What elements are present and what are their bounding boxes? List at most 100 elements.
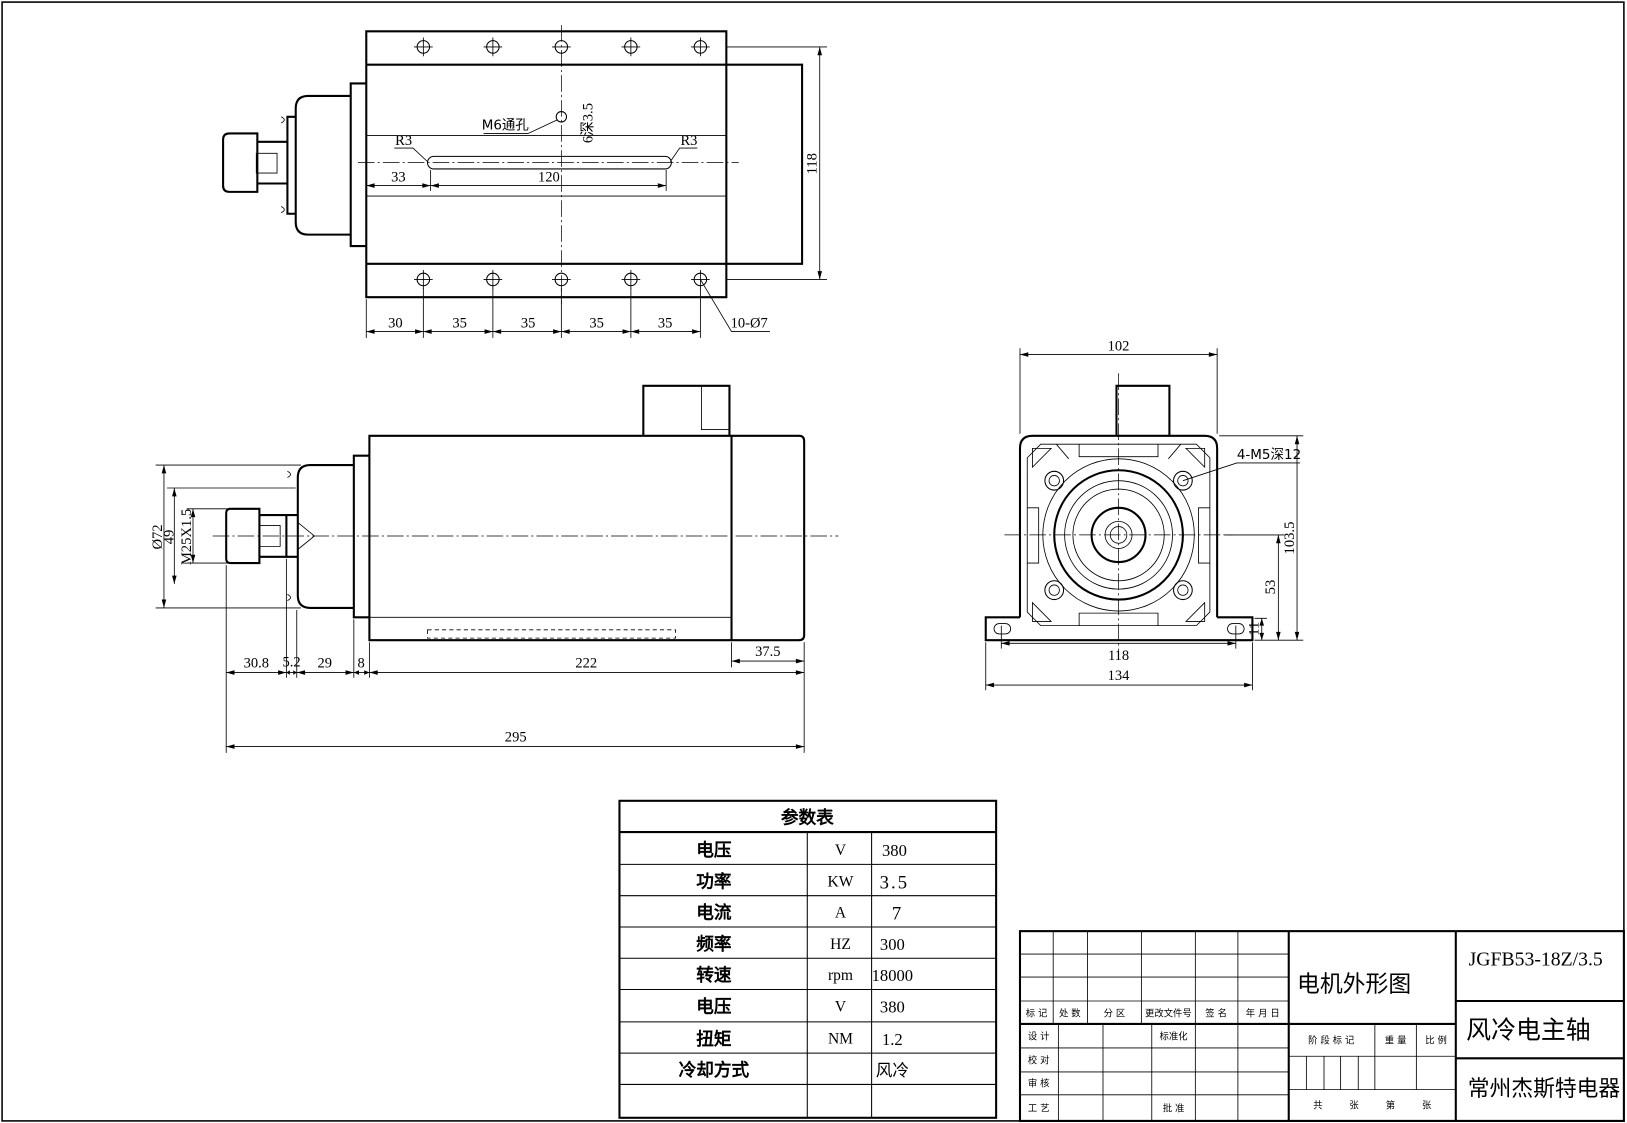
dimension-arrowhead	[1259, 632, 1265, 641]
dimension-slot-offset: 33	[391, 169, 406, 185]
dimension-arrowhead	[430, 183, 439, 188]
dimension-arrowhead	[561, 329, 570, 334]
dimension-arrowhead	[286, 670, 290, 675]
param-value: 300	[880, 935, 905, 954]
dimension-overall-length: 295	[505, 729, 527, 745]
dimension-arrowhead	[364, 670, 370, 675]
title-block: 标 记 处 数 分 区 更改文件号 签 名 年 月 日 设 计 校 对 审 核 …	[1018, 930, 1625, 1122]
param-value: 3.5	[880, 872, 910, 893]
parameter-table-grid	[619, 832, 997, 1118]
dimension-arrowhead	[1294, 631, 1300, 641]
dimension-arrowhead	[161, 465, 167, 474]
dimension-arrowhead	[172, 487, 177, 497]
screw-hole-inner	[1177, 584, 1189, 596]
dimension-hole-row-spacing: 118	[805, 153, 821, 174]
radius-right-label: R3	[681, 133, 698, 149]
sign-row-label: 设 计	[1028, 1031, 1050, 1043]
dimension-slot-length: 120	[538, 169, 560, 185]
revision-header: 标 记	[1026, 1008, 1048, 1020]
param-name: 电压	[696, 995, 732, 1017]
dimension-arrowhead	[1208, 352, 1218, 357]
top-view-extension-lines	[365, 46, 827, 338]
dimension-arrowhead	[190, 508, 196, 518]
dimension-hole-pitch: 35	[452, 315, 467, 331]
sign-row-label: 工 艺	[1028, 1104, 1050, 1115]
side-view-outline	[225, 384, 806, 642]
screw-hole	[1173, 470, 1193, 491]
param-name: 扭矩	[696, 1028, 732, 1050]
dimension-arrowhead	[1001, 641, 1010, 646]
screw-hole-inner	[1177, 475, 1189, 487]
param-name: 功率	[696, 870, 732, 892]
scale-label: 比 例	[1425, 1035, 1447, 1047]
end-view-centerlines	[1004, 373, 1233, 651]
dimension-foot-thickness: 11	[1247, 622, 1263, 636]
sheet-count-label: 共	[1313, 1100, 1322, 1111]
dimension-arrowhead	[296, 670, 306, 675]
top-view-leaders	[394, 119, 770, 332]
sheet-count-label: 张	[1422, 1100, 1432, 1111]
dimension-arrowhead	[226, 670, 235, 675]
dimension-lines	[161, 46, 1300, 749]
dimension-thread: M25X1.5	[179, 509, 195, 565]
dimension-arrowhead	[484, 329, 493, 334]
side-view-extension-lines	[155, 464, 805, 753]
dimension-arrowhead	[731, 658, 740, 664]
dimension-arrowhead	[366, 329, 375, 334]
dimension-width: 102	[1108, 338, 1130, 354]
param-value: 风冷	[876, 1061, 909, 1080]
dimension-nose-diameter: 49	[161, 530, 177, 545]
revision-header: 更改文件号	[1145, 1008, 1192, 1020]
weight-label: 重 量	[1385, 1035, 1407, 1047]
revision-header: 年 月 日	[1246, 1008, 1280, 1020]
dimension-arrowhead	[293, 670, 297, 675]
dimension-arrowhead	[366, 183, 375, 188]
dimension-arrowhead	[795, 658, 805, 664]
title-block-grid	[1019, 931, 1456, 1121]
end-view-outline	[984, 384, 1254, 642]
param-name: 转速	[696, 964, 732, 986]
side-view: Ø72 49 M25X1.5 30.8 5.2 29 8 222 37.5 29…	[150, 384, 839, 753]
param-name: 电流	[696, 902, 732, 924]
dimension-arrowhead	[692, 329, 701, 334]
mounting-hole-crosses	[414, 37, 710, 289]
dimension-arrowhead	[657, 183, 667, 188]
dimension-arrowhead	[1259, 618, 1265, 626]
dimension-arrowhead	[985, 682, 995, 688]
dimension-arrowhead	[415, 329, 424, 334]
end-view: 102 4-M5深12 103.5 53 11 118 134	[984, 338, 1304, 691]
param-unit: A	[835, 905, 847, 922]
m6-hole-note: M6通孔	[482, 117, 530, 133]
drawing-number: JGFB53-18Z/3.5	[1469, 949, 1603, 971]
param-value: 18000	[872, 966, 913, 985]
dimension-arrowhead	[1244, 682, 1253, 688]
top-view-outline	[222, 30, 804, 299]
param-unit: rpm	[828, 967, 853, 984]
dimension-arrowhead	[172, 575, 177, 584]
param-value: 380	[880, 997, 905, 1016]
top-view-detail-lines	[255, 116, 727, 214]
depth-note: 6深3.5	[580, 103, 597, 143]
drawing-name: 电机外形图	[1297, 972, 1411, 998]
revision-header: 分 区	[1104, 1009, 1126, 1020]
top-view: M6通孔 6深3.5 R3 R3 33 120 118 30 35 35 35 …	[222, 25, 827, 338]
dimension-arrowhead	[1227, 641, 1236, 646]
dimension-arrowhead	[817, 271, 823, 280]
dimension-arrowhead	[161, 599, 167, 608]
mounting-holes-note: 10-Ø7	[731, 315, 768, 331]
dimension-arrowhead	[622, 329, 631, 334]
dimension-arrowhead	[1019, 352, 1029, 357]
side-view-detail-lines	[258, 385, 732, 618]
dimension-hole-pitch: 35	[658, 315, 673, 331]
title-block-frame	[1018, 930, 1625, 1122]
dimension-arrowhead	[630, 329, 640, 334]
dimension-arrowhead	[345, 670, 354, 675]
param-value: 1.2	[882, 1030, 903, 1049]
dimension-arrowhead	[353, 670, 360, 675]
screw-hole	[1173, 580, 1193, 601]
radius-left-label: R3	[395, 133, 412, 149]
dimension-arrowhead	[1294, 435, 1300, 445]
dimension-base-width: 134	[1108, 668, 1130, 684]
dimension-arrowhead	[553, 329, 562, 334]
dimension-arrowhead	[369, 670, 378, 675]
